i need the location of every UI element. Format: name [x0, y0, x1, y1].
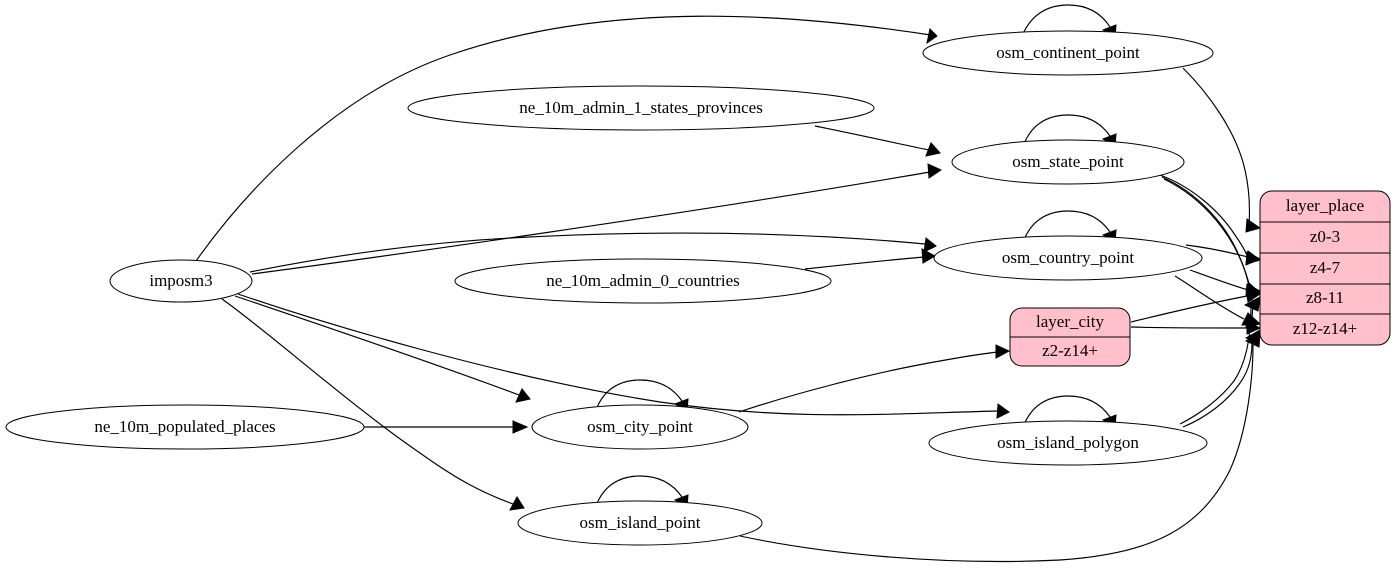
node-osm-state-point[interactable]: osm_state_point [951, 139, 1185, 185]
layer-place-row-z8-11[interactable]: z8-11 [1306, 288, 1344, 307]
node-layer-place[interactable]: layer_place z0-3 z4-7 z8-11 z12-z14+ [1259, 190, 1391, 346]
node-osm-continent-point-shape[interactable] [922, 30, 1214, 76]
layer-place-header-label: layer_place [1286, 196, 1364, 215]
node-osm-country-point[interactable]: osm_country_point [933, 235, 1203, 281]
node-osm-city-point-shape[interactable] [531, 404, 749, 450]
edge-osm-island-point-to-layer-place-z12-z14 [739, 332, 1261, 563]
node-osm-country-point-shape[interactable] [933, 235, 1203, 281]
node-ne-admin0-label: ne_10m_admin_0_countries [546, 271, 740, 290]
layer-place-row-z4-7[interactable]: z4-7 [1310, 258, 1341, 277]
node-ne-10m-populated-places[interactable]: ne_10m_populated_places [5, 404, 365, 450]
edge-imposm3-to-osm-continent-point [195, 15, 938, 262]
edge-layer-city-to-layer-place-z12-z14 [1130, 321, 1262, 335]
node-imposm3-shape[interactable] [109, 259, 253, 303]
edge-imposm3-to-osm-island-point [221, 298, 525, 511]
layer-city-header-label: layer_city [1036, 312, 1104, 331]
edge-imposm3-to-osm-country-point [249, 232, 937, 273]
node-ne-admin1-shape[interactable] [407, 85, 875, 131]
node-ne-admin0-shape[interactable] [454, 258, 832, 304]
node-osm-island-polygon-label: osm_island_polygon [997, 433, 1139, 452]
node-osm-continent-point-label: osm_continent_point [996, 43, 1140, 62]
edge-imposm3-to-osm-state-point [251, 163, 943, 275]
edge-imposm3-to-osm-island-polygon [237, 293, 1010, 419]
edge-imposm3-to-osm-city-point [234, 295, 531, 403]
edge-osm-country-point-to-layer-place-z12-z14 [1174, 275, 1257, 326]
node-osm-island-point[interactable]: osm_island_point [517, 500, 763, 546]
node-layer-city[interactable]: layer_city z2-z14+ [1009, 307, 1131, 367]
edge-osm-continent-point-to-layer-place-z0-3 [1182, 67, 1262, 233]
node-ne-admin1-label: ne_10m_admin_1_states_provinces [519, 98, 763, 117]
node-osm-state-point-shape[interactable] [951, 139, 1185, 185]
edge-ne-admin0-to-osm-country-point [804, 248, 937, 270]
node-osm-island-polygon-shape[interactable] [928, 420, 1208, 466]
node-ne-10m-admin-0-countries[interactable]: ne_10m_admin_0_countries [454, 258, 832, 304]
node-osm-island-point-label: osm_island_point [580, 513, 701, 532]
layer-place-row-z12-z14plus[interactable]: z12-z14+ [1293, 319, 1357, 338]
edge-osm-country-point-to-layer-place-z4-7 [1185, 244, 1262, 265]
layer-city-row-z2-z14plus[interactable]: z2-z14+ [1042, 341, 1098, 360]
node-ne-populated-shape[interactable] [5, 404, 365, 450]
edge-osm-city-point-to-layer-city [738, 344, 1011, 413]
node-layer-place-box[interactable] [1259, 190, 1391, 346]
node-imposm3-label: imposm3 [149, 271, 212, 290]
node-osm-city-point-label: osm_city_point [587, 417, 693, 436]
node-osm-island-polygon[interactable]: osm_island_polygon [928, 420, 1208, 466]
node-osm-city-point[interactable]: osm_city_point [531, 404, 749, 450]
node-imposm3[interactable]: imposm3 [109, 259, 253, 303]
node-osm-country-point-label: osm_country_point [1002, 248, 1134, 267]
node-ne-10m-admin-1-states-provinces[interactable]: ne_10m_admin_1_states_provinces [407, 85, 875, 131]
edge-layer-city-to-layer-place-z8-11 [1130, 288, 1262, 323]
node-osm-island-point-shape[interactable] [517, 500, 763, 546]
layer-place-row-z0-3[interactable]: z0-3 [1310, 227, 1340, 246]
edge-ne-admin1-to-osm-state-point [814, 125, 941, 157]
node-osm-continent-point[interactable]: osm_continent_point [922, 30, 1214, 76]
edge-ne-populated-to-osm-city-point [364, 420, 529, 434]
edge-osm-island-polygon-to-layer-place-z12-z14 [1182, 329, 1261, 428]
node-ne-populated-label: ne_10m_populated_places [94, 417, 275, 436]
node-osm-state-point-label: osm_state_point [1012, 152, 1124, 171]
